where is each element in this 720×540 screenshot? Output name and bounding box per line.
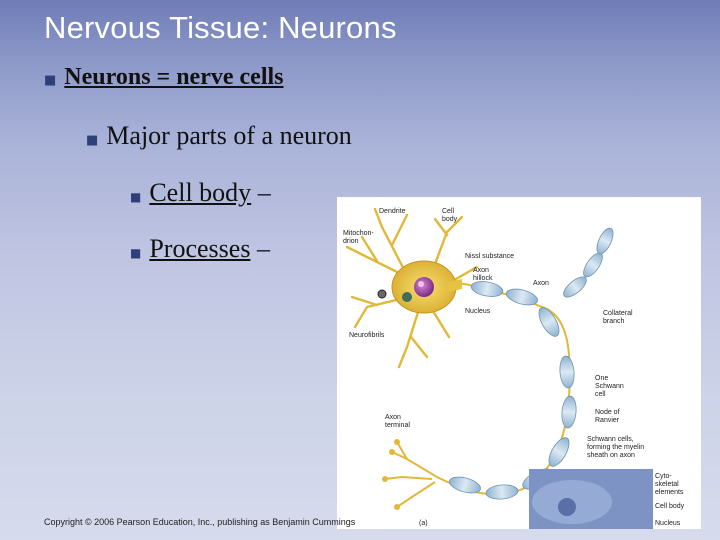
square-bullet-icon: ■ — [130, 246, 142, 260]
slide-title: Nervous Tissue: Neurons — [44, 10, 397, 45]
label-ranvier-2: Ranvier — [595, 417, 620, 424]
label-inset-nucleus: Nucleus — [655, 520, 681, 527]
label-cell-body-1: Cell — [442, 208, 455, 215]
label-terminal-2: terminal — [385, 422, 410, 429]
label-inset-cell-body: Cell body — [655, 503, 685, 510]
label-cyto-2: skeletal — [655, 481, 679, 488]
label-dendrite: Dendrite — [379, 208, 406, 215]
bullet-level1-text: Neurons = nerve cells — [64, 64, 284, 90]
bullet-processes-term: Processes — [149, 234, 251, 263]
copyright-footer: Copyright © 2006 Pearson Education, Inc.… — [44, 517, 356, 527]
square-bullet-icon: ■ — [44, 73, 57, 88]
label-hillock-2: hillock — [473, 275, 493, 282]
neuron-figure: Dendrite Cell body Mitochon- drion Nissl… — [337, 197, 701, 529]
bullet-processes-dash: – — [250, 234, 270, 263]
label-cell-body-2: body — [442, 216, 458, 223]
bullet-level2: ■ Major parts of a neuron — [86, 121, 352, 151]
bullet-cell-body-term: Cell body — [149, 178, 252, 207]
label-cyto-1: Cyto- — [655, 473, 672, 480]
label-ranvier-1: Node of — [595, 409, 620, 416]
label-terminal-1: Axon — [385, 414, 401, 421]
label-schwann-3: cell — [595, 391, 606, 398]
bullet-processes: ■ Processes – — [130, 234, 270, 264]
micrograph-inset — [529, 469, 653, 529]
label-collateral-1: Collateral — [603, 310, 633, 317]
square-bullet-icon: ■ — [86, 133, 99, 148]
label-schwann-2: Schwann — [595, 383, 624, 390]
nucleus-shape — [414, 277, 434, 297]
axon-terminals — [384, 441, 438, 508]
bullet-cell-body-dash: – — [251, 178, 271, 207]
square-bullet-icon: ■ — [130, 190, 142, 204]
neuron-illustration: Dendrite Cell body Mitochon- drion Nissl… — [343, 207, 685, 529]
label-schwann-1: One — [595, 375, 608, 382]
label-nissl: Nissl substance — [465, 253, 514, 260]
label-cyto-3: elements — [655, 489, 684, 496]
label-mitochondrion-1: Mitochon- — [343, 230, 374, 237]
label-myelin-1: Schwann cells, — [587, 436, 634, 443]
bullet-level1: ■ Neurons = nerve cells — [44, 64, 284, 91]
label-myelin-3: sheath on axon — [587, 452, 635, 459]
label-nucleus: Nucleus — [465, 308, 491, 315]
label-hillock-1: Axon — [473, 267, 489, 274]
label-myelin-2: forming the myelin — [587, 444, 644, 451]
label-collateral-2: branch — [603, 318, 625, 325]
label-mitochondrion-2: drion — [343, 238, 359, 245]
label-axon: Axon — [533, 280, 549, 287]
bullet-cell-body: ■ Cell body – — [130, 178, 271, 208]
label-neurofibrils: Neurofibrils — [349, 332, 385, 339]
label-panel-letter: (a) — [419, 520, 428, 527]
figure-labels: Dendrite Cell body Mitochon- drion Nissl… — [343, 208, 685, 527]
bullet-level2-text: Major parts of a neuron — [106, 121, 352, 150]
collateral-branch-segments — [563, 227, 614, 298]
